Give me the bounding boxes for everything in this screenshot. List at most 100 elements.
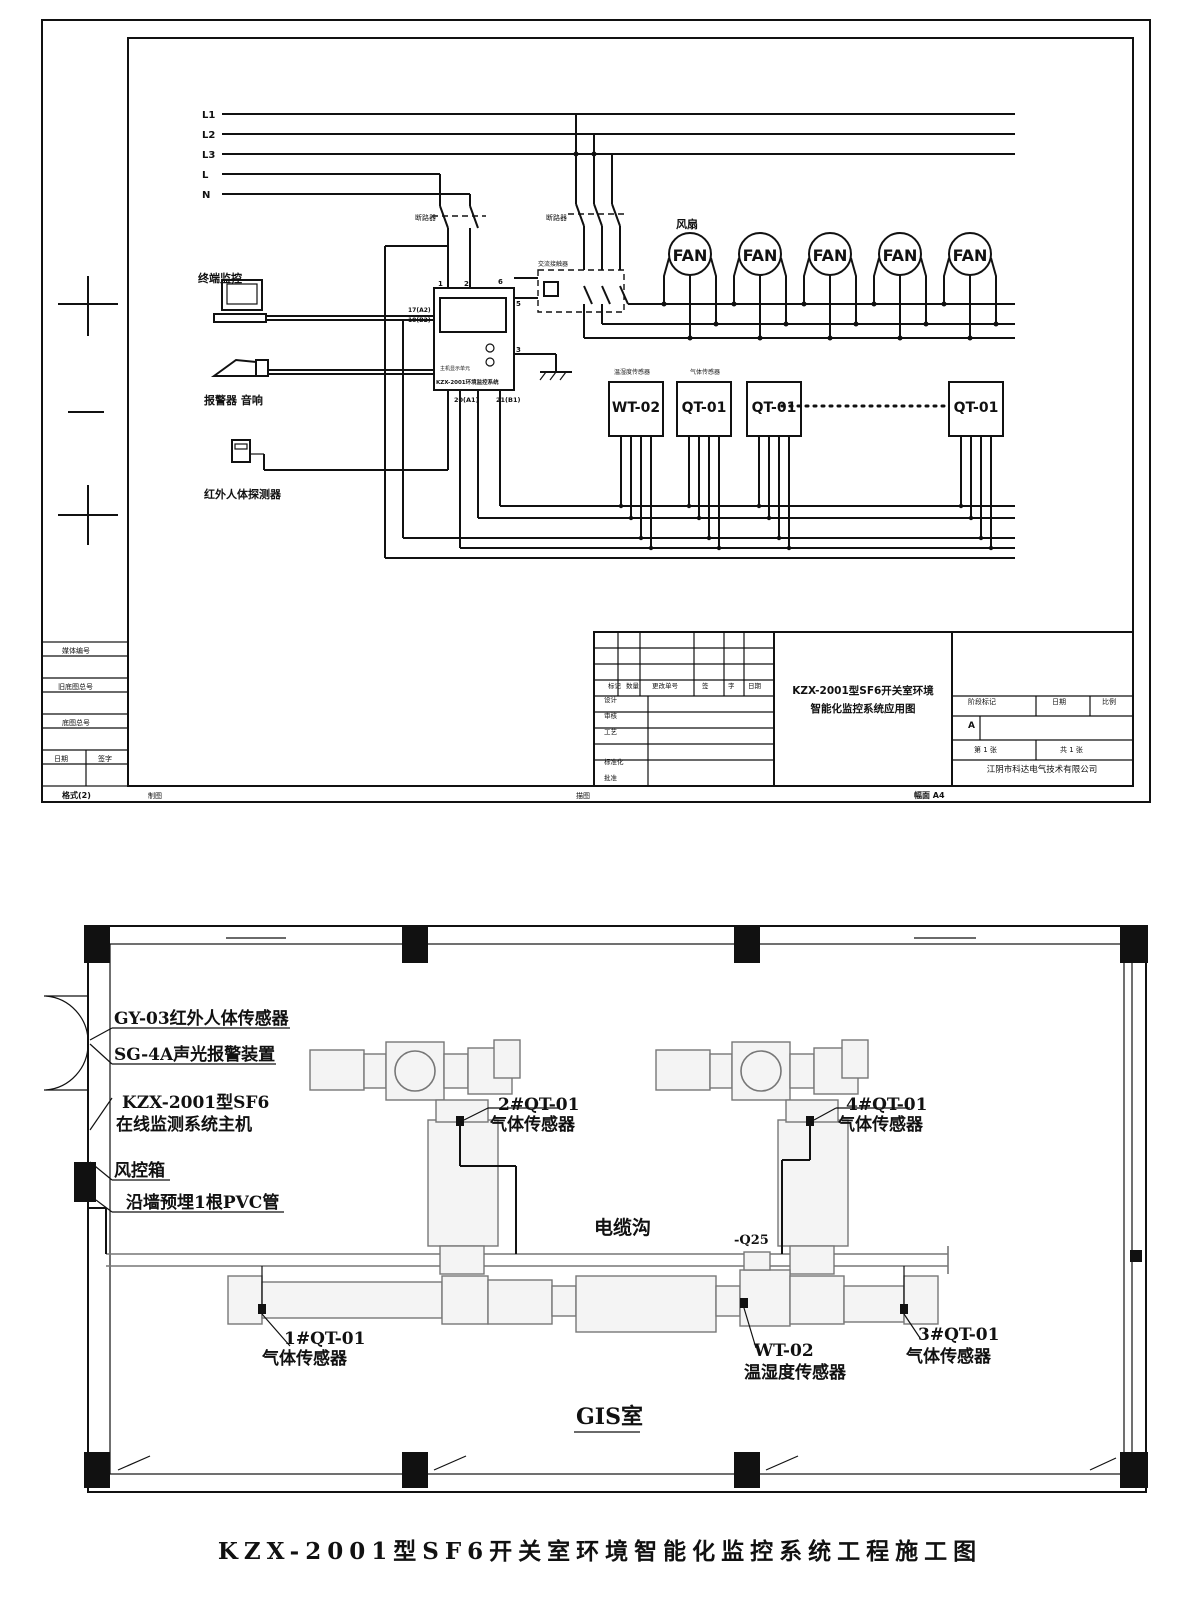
- fan-2: FAN: [731, 232, 789, 341]
- terminal-label: 6: [498, 278, 503, 286]
- sheet-info: 共 1 张: [1060, 745, 1083, 754]
- floorplan-sensors: 2#QT-01 气体传感器 4#QT-01 气体传感器 1#QT-01 气体传感…: [258, 1095, 999, 1383]
- sensor-box-rect: [746, 381, 802, 437]
- sensor-1-desc: 气体传感器: [261, 1348, 348, 1369]
- page-title: KZX-2001型SF6开关室环境智能化监控系统工程施工图: [217, 1538, 983, 1565]
- tb-role: 工艺: [604, 728, 618, 736]
- column: [402, 1452, 428, 1488]
- controller-breaker: 断路器: [384, 174, 486, 558]
- sensor-4-id: 4#QT-01: [846, 1095, 927, 1115]
- column: [1120, 1452, 1148, 1488]
- wt-group-label: 温湿度传感器: [614, 368, 650, 376]
- sensor-marker: [258, 1304, 266, 1314]
- fan-group-label: 风扇: [676, 217, 698, 231]
- bus-label: L2: [202, 130, 215, 141]
- strip-item: 描图: [576, 791, 590, 800]
- sensor-box-4: QT-01: [948, 381, 1004, 551]
- terminal-label: 20(A1): [454, 396, 479, 404]
- fan-5: FAN: [941, 232, 999, 341]
- terminal-label: 3: [516, 346, 521, 354]
- host-label-line1: KZX-2001型SF6: [122, 1092, 269, 1113]
- pvc-label: 沿墙预埋1根PVC管: [126, 1192, 279, 1213]
- power-buses: L1 L2 L3 L N: [202, 110, 1015, 201]
- pir-sensor-label: GY-03红外人体传感器: [114, 1008, 290, 1029]
- sensor-label: QT-01: [752, 400, 797, 416]
- tb-header: 签: [702, 681, 709, 690]
- pir-label: 红外人体探测器: [204, 487, 282, 501]
- sensor-wiring: [88, 1124, 905, 1312]
- left-margin-table: 媒体编号 旧底图总号 底图总号 日期 签字: [41, 641, 129, 787]
- stage-header: 比例: [1102, 697, 1116, 706]
- sensor-group: 温湿度传感器 气体传感器 WT-02 QT-01 QT-01 QT-01: [608, 368, 1004, 551]
- breaker-tag: -Q25: [734, 1233, 769, 1248]
- sensor-2-id: 2#QT-01: [498, 1095, 579, 1115]
- fan-1: FAN: [661, 232, 719, 341]
- bus-label: L: [202, 170, 209, 181]
- contactor-dashed-box: [537, 269, 625, 313]
- terminal-label: 17(A2): [408, 307, 431, 314]
- alarm-label: 报警器 音响: [204, 393, 263, 407]
- schematic-drawing: L1 L2 L3 L N 断路器 主机显示单元 KZX-2001环境监: [41, 19, 1151, 803]
- terminal-label-text: 终端监控: [198, 271, 242, 285]
- sensor-box-3: QT-01: [746, 381, 802, 551]
- drawing-title-line2: 智能化监控系统应用图: [810, 702, 916, 715]
- sensor-label: QT-01: [682, 400, 727, 416]
- fan-label: FAN: [673, 246, 708, 265]
- fan-label: FAN: [953, 246, 988, 265]
- sensor-4-desc: 气体传感器: [837, 1114, 924, 1135]
- terminal-monitor: 终端监控: [198, 271, 434, 323]
- terminal-label: 1: [438, 280, 443, 288]
- stage-value: A: [968, 721, 975, 731]
- stage-header: 阶段标记: [968, 697, 996, 706]
- host-label-line2: 在线监测系统主机: [116, 1114, 252, 1135]
- terminal-label: 5: [516, 300, 521, 308]
- column: [84, 1452, 110, 1488]
- bus-label: N: [202, 190, 210, 201]
- qt-group-label: 气体传感器: [690, 368, 720, 376]
- column: [402, 925, 428, 963]
- fan-label: FAN: [883, 246, 918, 265]
- title-block: 标记 数量 更改单号 签 字 日期 设计 审核 工艺 标准化 批准 KZX-20…: [593, 631, 1134, 787]
- sensor-marker: [740, 1298, 748, 1308]
- breaker-label-2: 断路器: [546, 213, 567, 222]
- terminal-label: 21(B1): [496, 396, 520, 404]
- tb-role: 标准化: [604, 757, 624, 766]
- fan-box-label: 风控箱: [114, 1160, 165, 1181]
- sensor-label: WT-02: [612, 400, 660, 416]
- sheet-info: 第 1 张: [974, 745, 997, 754]
- sensor-marker: [900, 1304, 908, 1314]
- pir-detector: 红外人体探测器: [204, 439, 448, 501]
- margin-cell: 签字: [98, 754, 112, 763]
- registration-marks: [58, 276, 118, 545]
- wt-sensor-id: WT-02: [753, 1341, 814, 1361]
- controller-bus-wires: [385, 320, 1015, 559]
- strip-item: 格式(2): [62, 790, 91, 800]
- contactor-label: 交流接触器: [538, 260, 568, 268]
- margin-cell: 底图总号: [62, 718, 90, 727]
- sensor-3-desc: 气体传感器: [905, 1346, 992, 1367]
- cable-trench-label: 电缆沟: [594, 1216, 651, 1239]
- column: [84, 925, 110, 963]
- sensor-3-id: 3#QT-01: [918, 1325, 999, 1345]
- outer-frame: [41, 19, 1151, 803]
- margin-cell: 媒体编号: [62, 646, 90, 655]
- sensor-box-rect: [676, 381, 732, 437]
- tb-header: 标记: [608, 681, 622, 690]
- wt-sensor-desc: 温湿度传感器: [744, 1362, 847, 1383]
- column: [1120, 925, 1148, 963]
- sensor-marker: [806, 1116, 814, 1126]
- door: [44, 995, 89, 1091]
- room-label: GIS室: [576, 1404, 643, 1430]
- sensor-1-id: 1#QT-01: [284, 1329, 365, 1349]
- controller-unit-label: 主机显示单元: [440, 365, 470, 372]
- alarm-sounder: 报警器 音响: [204, 358, 434, 407]
- tb-role: 审核: [604, 711, 618, 720]
- tb-role: 设计: [604, 695, 618, 704]
- margin-cell: 日期: [54, 755, 68, 763]
- tb-header: 更改单号: [652, 681, 679, 690]
- tb-header: 字: [728, 681, 735, 690]
- breaker-label: 断路器: [415, 213, 436, 222]
- stage-header: 日期: [1052, 698, 1066, 706]
